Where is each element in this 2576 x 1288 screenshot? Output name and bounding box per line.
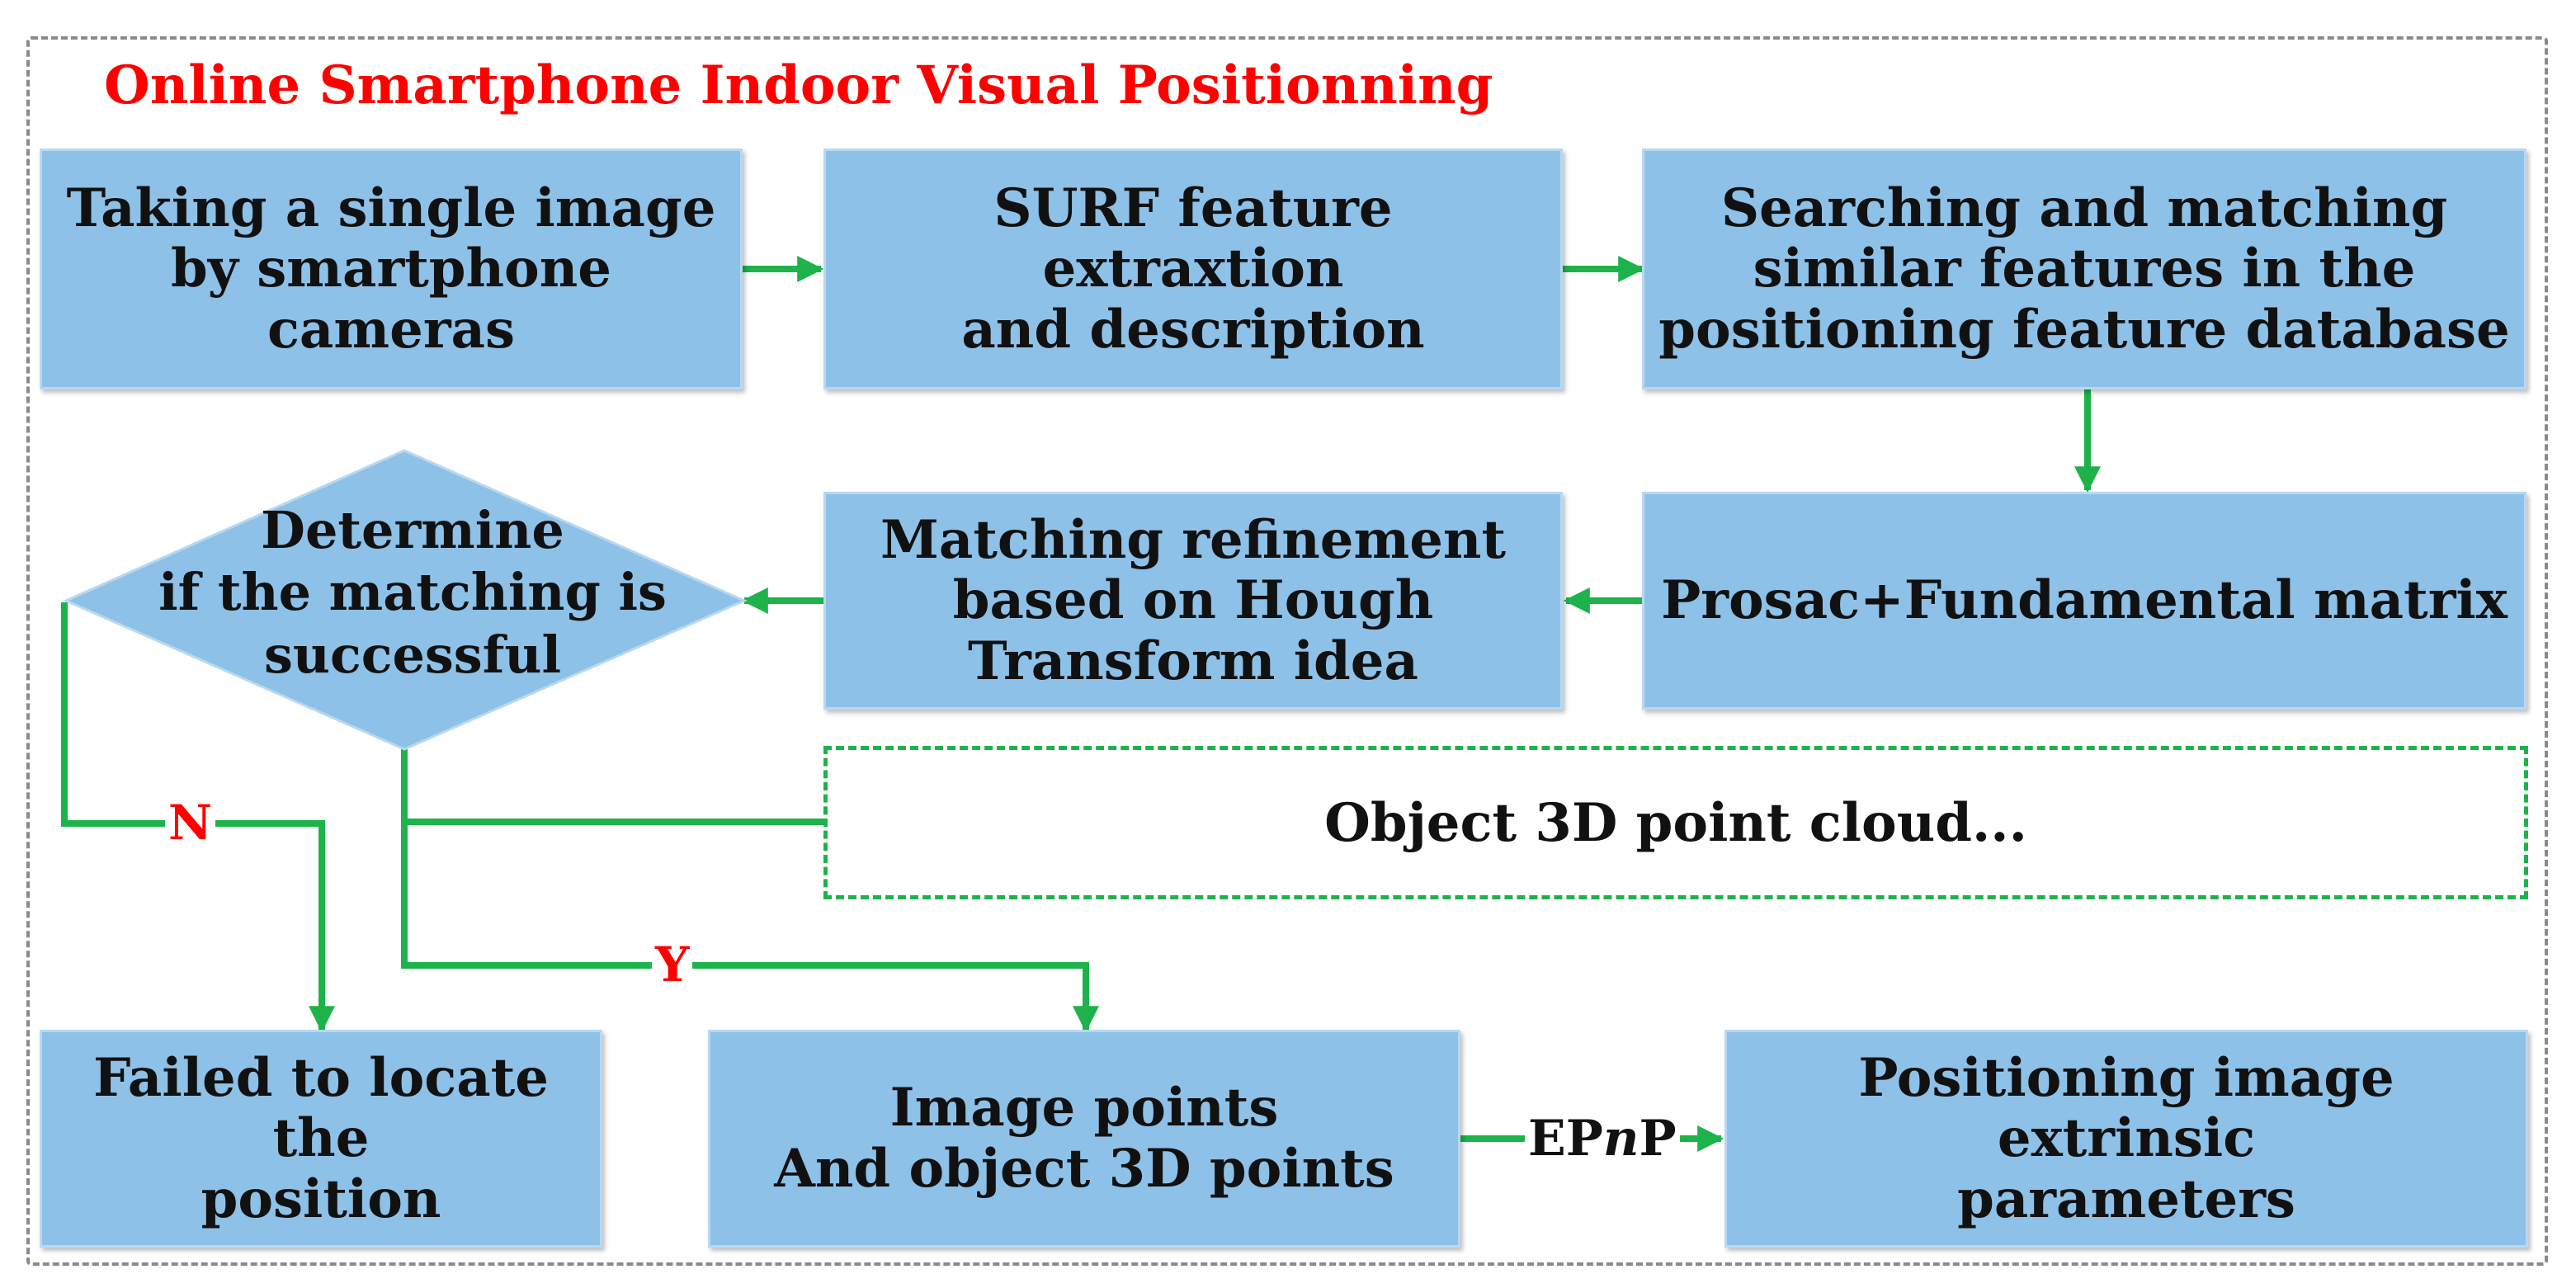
node-refinement: Matching refinement based on Hough Trans… — [823, 492, 1563, 710]
node-search-match: Searching and matching similar features … — [1642, 149, 2526, 389]
node-extrinsic: Positioning image extrinsic parameters — [1724, 1030, 2528, 1248]
node-prosac: Prosac+Fundamental matrix — [1642, 492, 2526, 710]
decision-diamond — [63, 449, 748, 751]
branch-no-label: N — [165, 799, 216, 847]
node-point-cloud: Object 3D point cloud... — [823, 746, 2528, 899]
branch-yes-path — [401, 749, 1099, 1033]
node-surf-extraction: SURF feature extraxtion and description — [823, 149, 1563, 389]
branch-yes-label: Y — [652, 941, 693, 988]
node-failed: Failed to locate the position — [40, 1030, 602, 1248]
decision-label: Determine if the matching is successful — [158, 499, 667, 685]
dashed-frame — [26, 36, 2548, 1266]
node-image-points: Image points And object 3D points — [708, 1030, 1460, 1248]
epnp-label: EPnP — [1525, 1114, 1680, 1163]
node-take-image: Taking a single image by smartphone came… — [40, 149, 743, 389]
diagram-title: Online Smartphone Indoor Visual Position… — [104, 54, 1493, 116]
